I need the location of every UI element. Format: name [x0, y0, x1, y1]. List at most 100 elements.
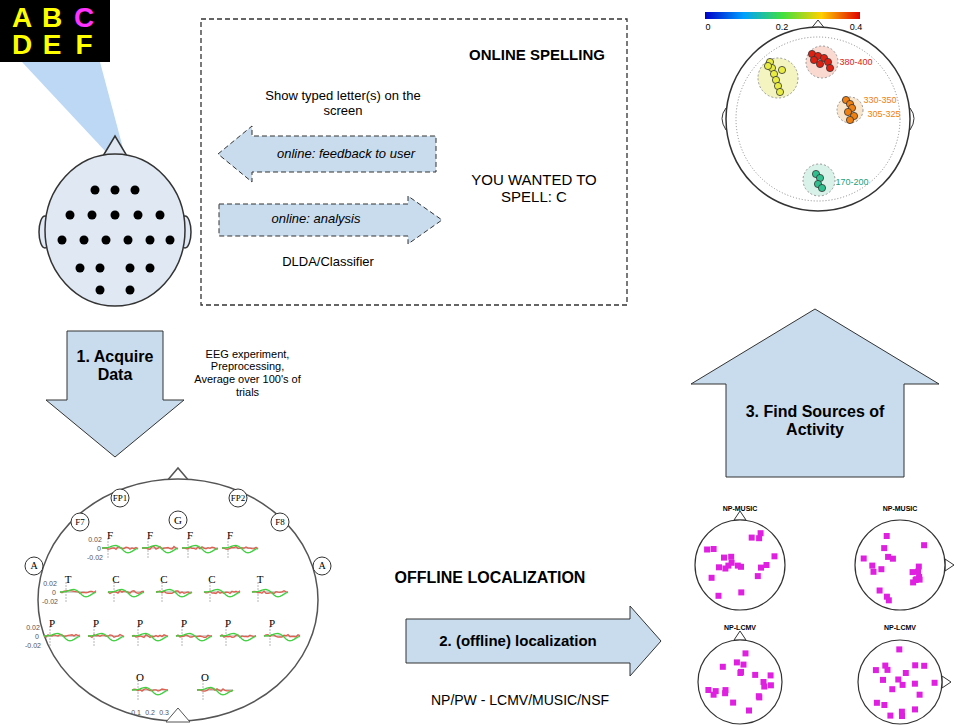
source-marker	[705, 687, 711, 693]
source-marker	[873, 667, 879, 673]
time-window: 330-350	[863, 96, 896, 105]
dashed-frame	[201, 19, 627, 305]
source-marker	[910, 569, 916, 575]
channel-name: C	[112, 574, 119, 585]
axis-tick: -0.02	[87, 554, 103, 561]
node-text: 1. Acquire Data	[69, 338, 161, 394]
speller-letter: A	[12, 4, 32, 32]
arrow-shape: Show typed letter(s) on the screen online…	[218, 86, 438, 183]
source-marker	[746, 708, 752, 714]
source-marker	[764, 562, 770, 568]
head-outline	[695, 520, 785, 610]
channel-name: F7	[75, 518, 85, 527]
erp-trace	[142, 546, 178, 553]
erp-trace	[88, 634, 124, 641]
arrow-shape: 3. Find Sources of Activity	[690, 308, 942, 480]
source-marker	[884, 533, 890, 539]
channel-name: O	[136, 672, 144, 683]
plot-title: NP-MUSIC	[883, 505, 918, 512]
channel-name: P	[137, 618, 143, 629]
electrode	[80, 236, 89, 245]
source-marker	[881, 545, 887, 551]
arrow-outline	[691, 309, 939, 477]
source-marker	[899, 709, 905, 715]
source-marker	[728, 554, 734, 560]
source-marker	[716, 564, 722, 570]
nose	[942, 676, 951, 688]
channel-name: FP1	[113, 494, 128, 503]
channel-name: P	[269, 618, 275, 629]
erp-trace	[197, 688, 233, 695]
source-marker	[738, 564, 744, 570]
source-marker	[716, 593, 722, 599]
source-marker	[912, 681, 918, 687]
channel-name: F	[107, 530, 113, 541]
nose	[945, 559, 954, 571]
channel-name: F8	[275, 518, 285, 527]
source-marker	[921, 663, 927, 669]
axis-tick: 0.3	[159, 709, 169, 716]
node-text: EEG experiment, Preprocessing, Average o…	[190, 342, 305, 404]
source-marker	[752, 672, 758, 678]
axis-tick: 0.02	[26, 624, 40, 631]
source-marker	[871, 569, 877, 575]
channel-ring	[111, 489, 129, 507]
source-marker	[881, 702, 887, 708]
channel-name: T	[65, 574, 72, 585]
node-text: YOU WANTED TO SPELL: C	[446, 166, 622, 210]
erp-trace	[252, 590, 288, 597]
channel-name: A	[318, 561, 325, 571]
source-marker	[917, 692, 923, 698]
scale-tick: 0.2	[776, 23, 789, 32]
source-marker	[884, 594, 890, 600]
channel-name: O	[201, 672, 209, 683]
erp-trace	[264, 634, 300, 641]
source-marker	[878, 566, 884, 572]
electrode	[111, 186, 120, 195]
eeg-head	[25, 468, 331, 722]
channel-name: A	[30, 561, 37, 571]
source-dot	[810, 56, 817, 63]
source-marker	[903, 670, 909, 676]
source-marker	[730, 700, 736, 706]
erp-trace	[44, 634, 80, 641]
source-marker	[869, 563, 875, 569]
source-marker	[900, 682, 906, 688]
node-text: online: feedback to user	[258, 142, 434, 166]
source-marker	[756, 535, 762, 541]
source-marker	[749, 535, 755, 541]
source-marker	[768, 682, 774, 688]
source-marker	[880, 677, 886, 683]
channel-name: T	[257, 574, 264, 585]
source-marker	[874, 700, 880, 706]
electrode	[134, 211, 143, 220]
source-marker	[743, 650, 749, 656]
channel-name: F	[227, 530, 233, 541]
nose	[734, 631, 746, 640]
source-marker	[758, 565, 764, 571]
axis-tick: -0.02	[25, 642, 41, 649]
erp-trace	[132, 634, 168, 641]
electrode	[66, 211, 75, 220]
electrode	[156, 211, 165, 220]
source-marker	[932, 680, 938, 686]
arrow-outline	[406, 606, 661, 676]
scale-tick: 0	[705, 23, 710, 32]
source-dot	[776, 88, 783, 95]
electrode	[131, 186, 140, 195]
erp-trace	[204, 590, 240, 597]
time-window: 305-325	[867, 110, 900, 119]
nose	[734, 511, 746, 520]
erp-trace	[60, 590, 96, 597]
speller-letter: E	[43, 31, 62, 59]
channel-name: P	[181, 618, 187, 629]
source-marker	[921, 542, 927, 548]
node-text: Show typed letter(s) on the screen	[258, 86, 428, 122]
source-marker	[772, 553, 778, 559]
node-text: DLDA/Classifier	[248, 252, 408, 272]
electrode	[102, 236, 111, 245]
source-marker	[725, 563, 731, 569]
electrode	[96, 264, 105, 273]
channel-name: P	[93, 618, 99, 629]
node-text: 3. Find Sources of Activity	[732, 390, 898, 452]
